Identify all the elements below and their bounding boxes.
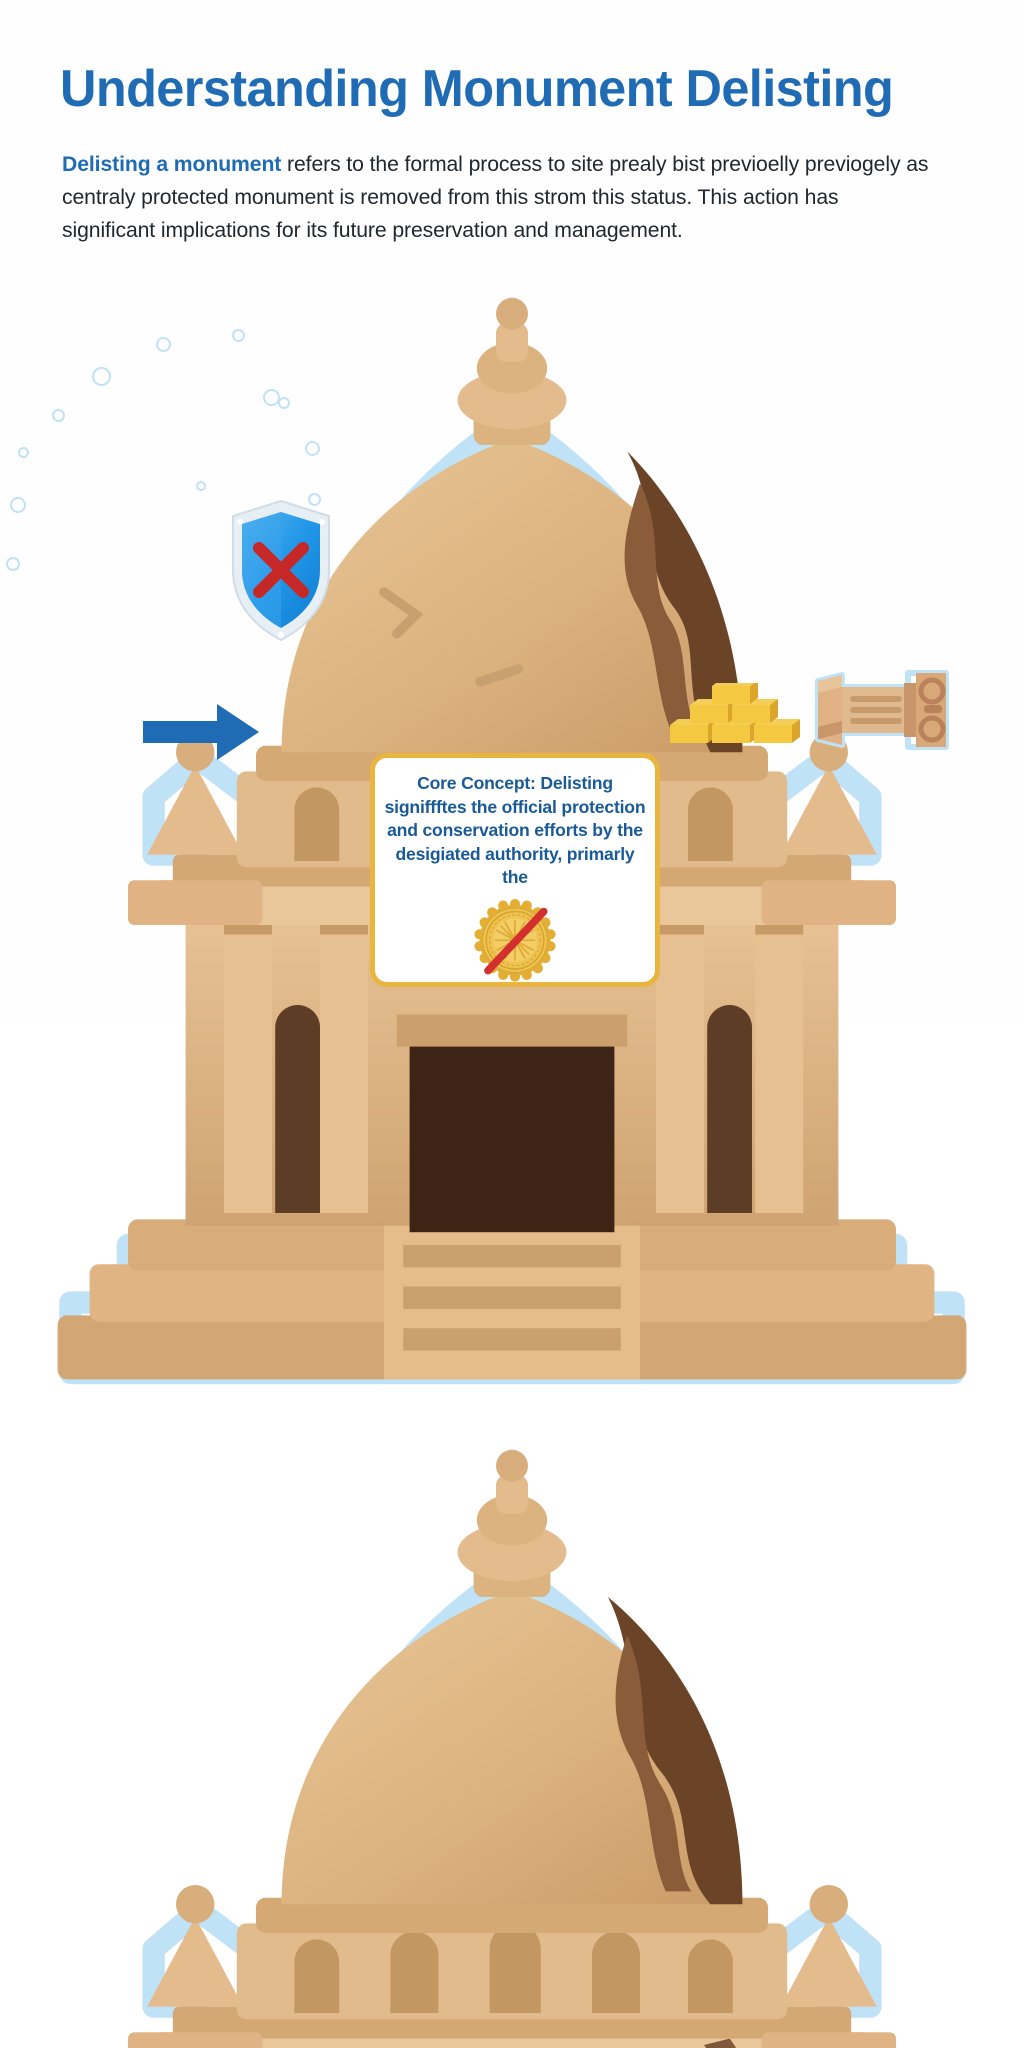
illustration-stage: Core Concept: Delisting signiffftes the … <box>0 285 1024 2048</box>
core-concept-callout: Core Concept: Delisting signiffftes the … <box>370 753 660 987</box>
hindu-temple-icon <box>128 1449 896 2048</box>
bubble-decor <box>156 337 171 352</box>
page-title: Understanding Monument Delisting <box>60 60 894 118</box>
shield-x-badge <box>228 498 334 643</box>
bubble-decor <box>52 409 65 422</box>
bubble-decor <box>18 447 29 458</box>
gold-bars-icon <box>670 680 800 743</box>
bubble-decor <box>6 557 20 571</box>
broken-column <box>812 665 954 755</box>
right-temple-illustration <box>0 1437 1024 2048</box>
seal-emblem-slashed-icon <box>474 898 556 982</box>
bubble-decor <box>92 367 111 386</box>
bubble-decor <box>196 481 206 491</box>
bubble-decor <box>278 397 290 409</box>
intro-paragraph: Delisting a monument refers to the forma… <box>62 148 929 247</box>
shield-x-icon <box>232 499 330 642</box>
bubble-decor <box>305 441 320 456</box>
broken-column-icon <box>815 670 949 750</box>
bubble-decor <box>263 389 280 406</box>
intro-lead-phrase: Delisting a monument <box>62 152 282 176</box>
gold-bars <box>668 680 810 745</box>
arrow-right-icon <box>143 704 259 760</box>
bubble-decor <box>232 329 245 342</box>
intro-body-text: refers to the formal process to site pre… <box>62 152 929 242</box>
bubble-decor <box>10 497 26 513</box>
flow-arrow <box>143 703 259 761</box>
bubble-decor <box>308 493 321 506</box>
core-concept-text: Core Concept: Delisting signiffftes the … <box>384 773 646 887</box>
